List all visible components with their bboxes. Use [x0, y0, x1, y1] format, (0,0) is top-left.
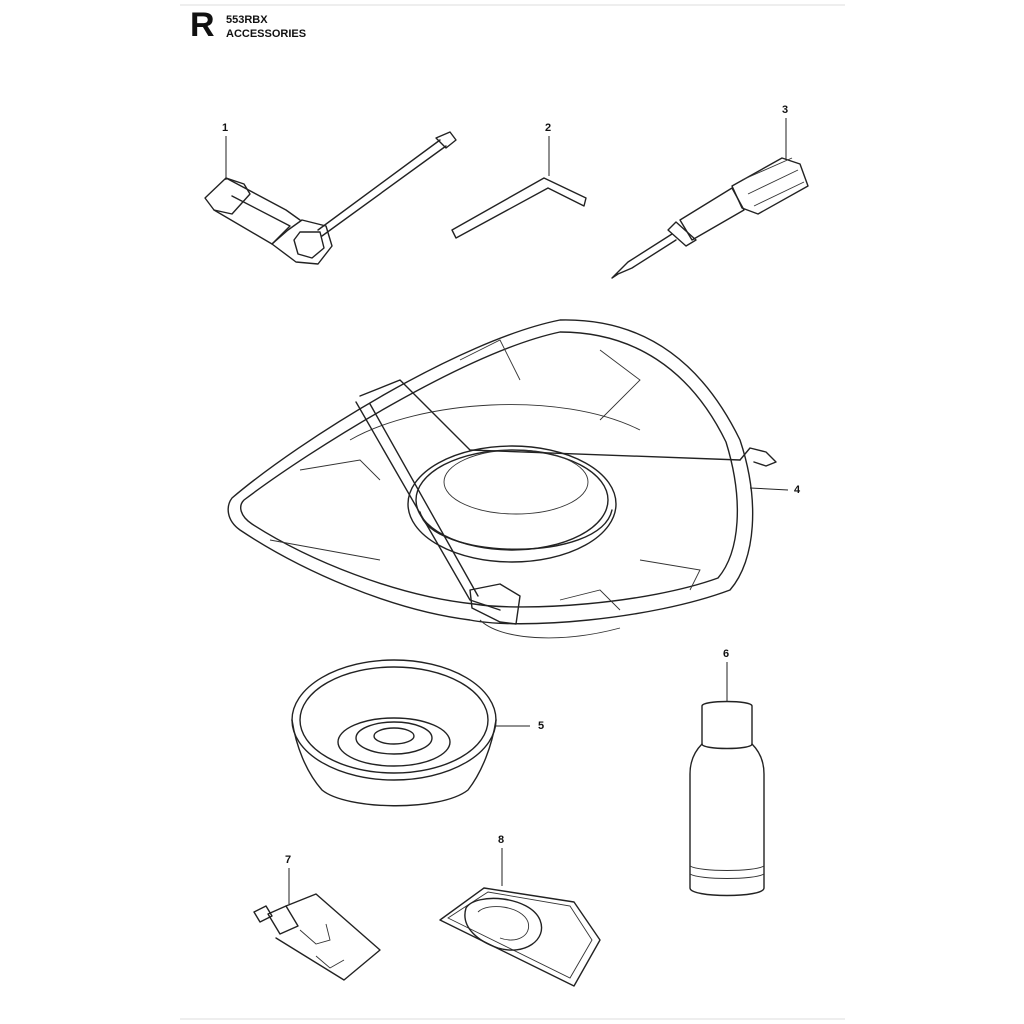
section-letter: R [190, 6, 215, 44]
model-number: 553RBX [226, 14, 268, 26]
callout-1: 1 [222, 122, 229, 134]
blade-guard-drawing [227, 319, 789, 639]
callout-5: 5 [538, 720, 545, 732]
callout-3: 3 [782, 104, 789, 116]
callout-6: 6 [723, 648, 730, 660]
section-title: ACCESSORIES [226, 28, 307, 40]
callout-2: 2 [545, 122, 552, 134]
grease-tube-drawing [253, 868, 381, 981]
oil-bottle-drawing [689, 662, 765, 897]
screwdriver-drawing [611, 118, 809, 279]
support-cup-drawing [291, 659, 530, 807]
blade-guard-cover-drawing [439, 848, 601, 987]
combination-spanner-drawing [204, 131, 457, 265]
callout-4: 4 [794, 484, 801, 496]
callout-7: 7 [285, 854, 292, 866]
callout-8: 8 [498, 834, 505, 846]
hex-key-drawing [451, 136, 587, 239]
